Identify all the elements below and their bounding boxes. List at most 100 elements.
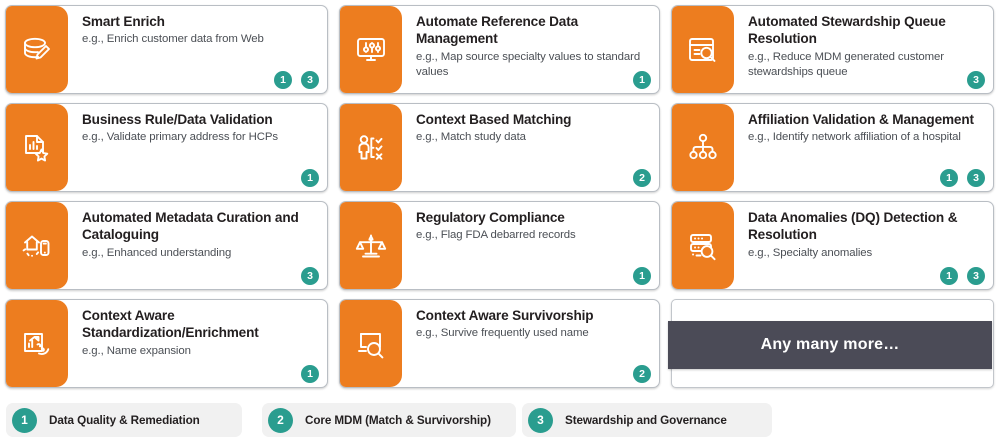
card-title: Automated Metadata Curation and Catalogu… <box>82 210 299 243</box>
card-badges: 1 3 <box>940 267 985 285</box>
card-subtitle: e.g., Match study data <box>416 131 526 144</box>
card-title: Data Anomalies (DQ) Detection & Resoluti… <box>748 210 958 243</box>
grid-cell: Any many more… <box>666 294 1000 392</box>
any-many-more-bar[interactable]: Any many more… <box>668 321 992 369</box>
card-badges: 1 <box>301 365 319 383</box>
card-affiliation-validation-management[interactable]: Affiliation Validation & Management e.g.… <box>671 103 994 192</box>
card-badges: 2 <box>633 169 651 187</box>
card-data-anomalies-dq-detection-resolution[interactable]: Data Anomalies (DQ) Detection & Resoluti… <box>671 201 994 290</box>
legend-label: Stewardship and Governance <box>565 413 727 427</box>
card-badges: 2 <box>633 365 651 383</box>
grid-cell: Smart Enrich e.g., Enrich customer data … <box>0 0 334 98</box>
card-title: Automate Reference Data Management <box>416 14 578 47</box>
card-smart-enrich[interactable]: Smart Enrich e.g., Enrich customer data … <box>5 5 328 94</box>
status-badge: 2 <box>633 365 651 383</box>
card-regulatory-compliance[interactable]: Regulatory Compliance e.g., Flag FDA deb… <box>339 201 660 290</box>
card-title: Context Aware Survivorship <box>416 308 594 323</box>
card-context-aware-standardization-enrichment[interactable]: Context Aware Standardization/Enrichment… <box>5 299 328 388</box>
any-many-more-label: Any many more… <box>760 336 900 353</box>
card-body: Context Based Matching e.g., Match study… <box>402 104 659 191</box>
legend-badge: 3 <box>528 407 553 433</box>
use-case-card-grid: Smart Enrich e.g., Enrich customer data … <box>0 0 1000 392</box>
card-badges: 1 3 <box>940 169 985 187</box>
card-body: Context Aware Standardization/Enrichment… <box>68 300 327 387</box>
card-title: Business Rule/Data Validation <box>82 112 273 127</box>
legend: 1 Data Quality & Remediation 2 Core MDM … <box>0 400 1000 448</box>
grid-cell: Context Aware Standardization/Enrichment… <box>0 294 334 392</box>
card-any-many-more[interactable]: Any many more… <box>668 299 994 388</box>
database-edit-icon <box>6 6 68 93</box>
grid-cell: Context Aware Survivorship e.g., Survive… <box>334 294 666 392</box>
legend-item-data-quality-remediation[interactable]: 1 Data Quality & Remediation <box>6 403 242 437</box>
card-subtitle: e.g., Survive frequently used name <box>416 327 589 340</box>
legend-badge: 2 <box>268 407 293 433</box>
screen-search-icon <box>340 300 402 387</box>
document-search-icon <box>672 6 734 93</box>
card-title: Automated Stewardship Queue Resolution <box>748 14 946 47</box>
person-checklist-icon <box>340 104 402 191</box>
status-badge: 1 <box>633 71 651 89</box>
card-subtitle: e.g., Reduce MDM generated customer stew… <box>748 50 944 78</box>
card-automated-stewardship-queue-resolution[interactable]: Automated Stewardship Queue Resolution e… <box>671 5 994 94</box>
server-search-icon <box>672 202 734 289</box>
card-context-based-matching[interactable]: Context Based Matching e.g., Match study… <box>339 103 660 192</box>
card-body: Data Anomalies (DQ) Detection & Resoluti… <box>734 202 993 289</box>
grid-cell: Automate Reference Data Management e.g.,… <box>334 0 666 98</box>
card-title: Regulatory Compliance <box>416 210 565 225</box>
hand-trend-icon <box>6 300 68 387</box>
status-badge: 1 <box>940 169 958 187</box>
card-subtitle: e.g., Enhanced understanding <box>82 246 232 259</box>
card-title: Context Based Matching <box>416 112 572 127</box>
status-badge: 3 <box>301 267 319 285</box>
grid-cell: Automated Metadata Curation and Catalogu… <box>0 196 334 294</box>
balance-scale-icon <box>340 202 402 289</box>
status-badge: 2 <box>633 169 651 187</box>
card-badges: 1 <box>633 267 651 285</box>
card-body: Context Aware Survivorship e.g., Survive… <box>402 300 659 387</box>
grid-cell: Context Based Matching e.g., Match study… <box>334 98 666 196</box>
legend-label: Data Quality & Remediation <box>49 413 200 427</box>
grid-cell: Automated Stewardship Queue Resolution e… <box>666 0 1000 98</box>
legend-item-stewardship-governance[interactable]: 3 Stewardship and Governance <box>522 403 772 437</box>
status-badge: 1 <box>301 365 319 383</box>
card-context-aware-survivorship[interactable]: Context Aware Survivorship e.g., Survive… <box>339 299 660 388</box>
card-body: Automated Metadata Curation and Catalogu… <box>68 202 327 289</box>
card-body: Regulatory Compliance e.g., Flag FDA deb… <box>402 202 659 289</box>
legend-label: Core MDM (Match & Survivorship) <box>305 413 491 427</box>
card-subtitle: e.g., Map source specialty values to sta… <box>416 50 641 78</box>
grid-cell: Affiliation Validation & Management e.g.… <box>666 98 1000 196</box>
card-subtitle: e.g., Identify network affiliation of a … <box>748 131 961 144</box>
card-body: Affiliation Validation & Management e.g.… <box>734 104 993 191</box>
legend-badge: 1 <box>12 407 37 433</box>
card-title: Context Aware Standardization/Enrichment <box>82 308 259 341</box>
grid-cell: Data Anomalies (DQ) Detection & Resoluti… <box>666 196 1000 294</box>
card-subtitle: e.g., Flag FDA debarred records <box>416 229 576 242</box>
card-badges: 1 <box>301 169 319 187</box>
card-automated-metadata-curation-and-cataloguing[interactable]: Automated Metadata Curation and Catalogu… <box>5 201 328 290</box>
monitor-sliders-icon <box>340 6 402 93</box>
grid-cell: Regulatory Compliance e.g., Flag FDA deb… <box>334 196 666 294</box>
status-badge: 3 <box>301 71 319 89</box>
card-badges: 1 <box>633 71 651 89</box>
status-badge: 1 <box>301 169 319 187</box>
card-automate-reference-data-management[interactable]: Automate Reference Data Management e.g.,… <box>339 5 660 94</box>
card-badges: 3 <box>301 267 319 285</box>
card-body: Business Rule/Data Validation e.g., Vali… <box>68 104 327 191</box>
card-subtitle: e.g., Specialty anomalies <box>748 246 873 259</box>
card-business-rule-data-validation[interactable]: Business Rule/Data Validation e.g., Vali… <box>5 103 328 192</box>
card-body: Automated Stewardship Queue Resolution e… <box>734 6 993 93</box>
card-title: Smart Enrich <box>82 14 165 29</box>
card-title: Affiliation Validation & Management <box>748 112 974 127</box>
card-subtitle: e.g., Enrich customer data from Web <box>82 33 264 46</box>
status-badge: 1 <box>940 267 958 285</box>
card-body: Automate Reference Data Management e.g.,… <box>402 6 659 93</box>
card-badges: 3 <box>967 71 985 89</box>
status-badge: 3 <box>967 169 985 187</box>
status-badge: 3 <box>967 71 985 89</box>
status-badge: 1 <box>274 71 292 89</box>
card-subtitle: e.g., Validate primary address for HCPs <box>82 131 278 144</box>
legend-item-core-mdm[interactable]: 2 Core MDM (Match & Survivorship) <box>262 403 516 437</box>
card-subtitle: e.g., Name expansion <box>82 344 191 357</box>
status-badge: 1 <box>633 267 651 285</box>
